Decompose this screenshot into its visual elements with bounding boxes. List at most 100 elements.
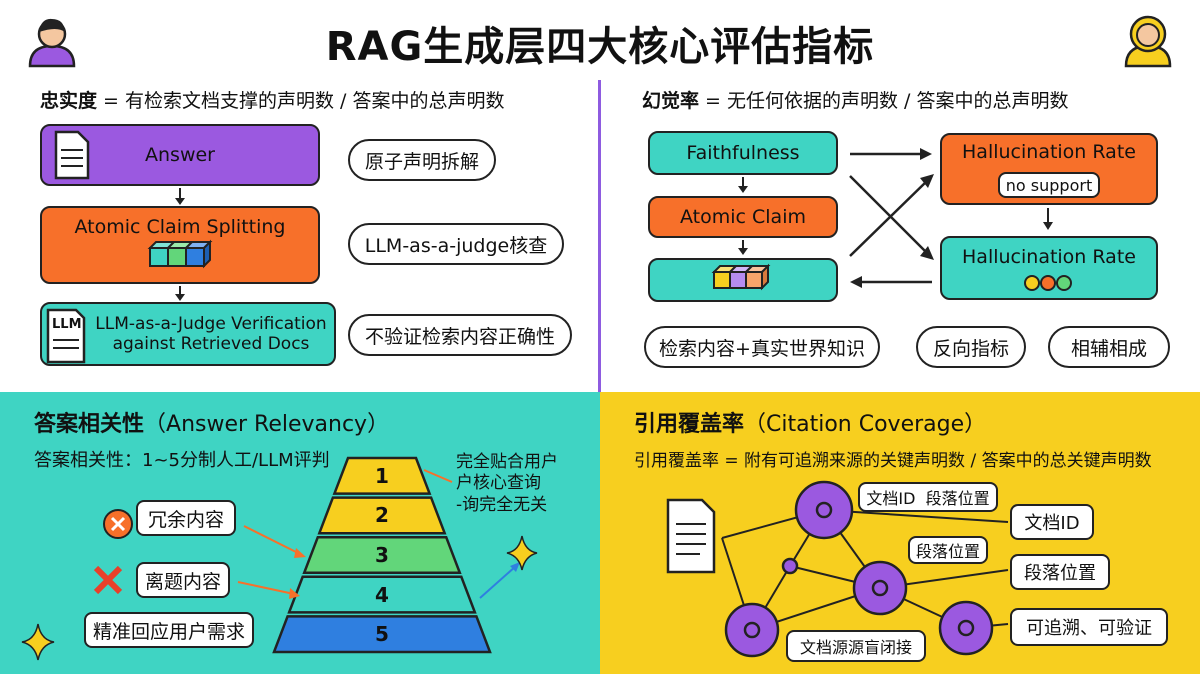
sparkle-icon-left <box>21 623 55 661</box>
item-off-topic-label: 离题内容 <box>144 570 221 593</box>
faithfulness-box: Faithfulness <box>648 131 838 175</box>
cross-icon <box>93 565 123 595</box>
node-small <box>781 557 799 575</box>
cubes-icon <box>147 239 213 269</box>
citation-heading-en: （Citation Coverage） <box>744 412 987 437</box>
faithfulness-box-label: Faithfulness <box>686 141 800 164</box>
citation-heading-text: 引用覆盖率 <box>634 412 745 437</box>
item-precise-label: 精准回应用户需求 <box>92 620 245 643</box>
cross-arrow-1 <box>849 175 934 260</box>
tag-source-link: 文档源源盲闭接 <box>786 630 926 662</box>
citation-heading: 引用覆盖率（Citation Coverage） <box>634 406 986 438</box>
node-2 <box>852 560 908 616</box>
source-document-icon <box>666 498 716 574</box>
hallucination-rate-top-label: Hallucination Rate <box>962 141 1136 163</box>
relevancy-heading-en: （Answer Relevancy） <box>144 412 390 437</box>
relevancy-side-line-1: 完全贴合用户 <box>456 452 558 472</box>
note-llm-judge: LLM-as-a-judge核查 <box>348 223 564 265</box>
tag-para-small: 段落位置 <box>908 536 988 564</box>
tag-docid-para: 文档ID 段落位置 <box>858 482 998 512</box>
atomic-claim-box-label: Atomic Claim <box>680 205 806 228</box>
hallucination-formula-text: = 无任何依据的声明数 / 答案中的总声明数 <box>699 90 1069 112</box>
user-avatar-icon <box>28 14 76 68</box>
arrow-down-h2 <box>738 240 748 255</box>
relevancy-side-line-3: -询完全无关 <box>456 494 548 515</box>
arrow-right-top <box>850 148 932 160</box>
relevancy-heading-text: 答案相关性 <box>34 412 145 437</box>
arrow-left-bottom <box>850 276 932 288</box>
divider-vertical <box>598 80 601 392</box>
arrow-to-pyramid-2 <box>237 581 300 599</box>
llm-document-icon <box>46 308 86 364</box>
arrow-down-2 <box>175 286 185 301</box>
pyramid-tier-label-4: 4 <box>375 582 389 607</box>
pyramid-tier-label-2: 2 <box>375 503 389 528</box>
pyramid <box>272 456 492 654</box>
note-atomic-split: 原子声明拆解 <box>348 139 496 181</box>
pyramid-tier-label-3: 3 <box>375 542 389 567</box>
pyramid-tier-4 <box>287 575 477 614</box>
relevancy-subtitle: 答案相关性：1~5分制人工/LLM评判 <box>34 450 330 471</box>
node-4 <box>938 600 994 656</box>
item-precise: 精准回应用户需求 <box>84 612 254 648</box>
atomic-claim-box: Atomic Claim <box>648 196 838 238</box>
node-1 <box>794 480 854 540</box>
tag-source-link-label: 文档源源盲闭接 <box>799 638 912 657</box>
faithfulness-formula: 忠实度 = 有检索文档支撑的声明数 / 答案中的总声明数 <box>40 86 505 113</box>
pyramid-tier-1 <box>332 456 432 495</box>
no-support-label: no support <box>1005 175 1093 195</box>
pill-inverse-label: 反向指标 <box>932 337 1009 360</box>
claim-splitting-label: Atomic Claim Splitting <box>74 216 286 238</box>
pill-inverse: 反向指标 <box>916 326 1026 368</box>
status-dots-icon <box>1024 275 1072 291</box>
hallucination-rate-bottom-label: Hallucination Rate <box>962 246 1136 268</box>
document-icon <box>54 130 90 180</box>
judge-verification-label: LLM-as-a-Judge Verification against Retr… <box>95 313 327 354</box>
cubes-icon-small <box>711 263 771 291</box>
network-nodes <box>724 480 994 658</box>
note-llm-judge-label: LLM-as-a-judge核查 <box>364 234 548 257</box>
hallucination-formula: 幻觉率 = 无任何依据的声明数 / 答案中的总声明数 <box>642 86 1069 113</box>
hallucination-term: 幻觉率 <box>642 90 700 112</box>
judge-verification-box: LLM-as-a-Judge Verification against Retr… <box>40 302 336 366</box>
sparkle-icon-right <box>506 535 538 571</box>
pill-complementary-label: 相辅相成 <box>1070 337 1147 360</box>
item-redundant-label: 冗余内容 <box>147 508 224 531</box>
arrow-down-h3 <box>1043 208 1053 230</box>
faithfulness-term: 忠实度 <box>40 90 98 112</box>
tag-para: 段落位置 <box>1010 554 1110 590</box>
relevancy-heading: 答案相关性（Answer Relevancy） <box>34 406 389 438</box>
node-3 <box>724 602 780 658</box>
tag-docid: 文档ID <box>1010 504 1094 540</box>
page-title: RAG生成层四大核心评估指标 <box>325 24 875 70</box>
citation-formula: 引用覆盖率 = 附有可追溯来源的关键声明数 / 答案中的总关键声明数 <box>634 451 1152 471</box>
pyramid-tier-2 <box>317 496 447 535</box>
llm-icon-text: LLM <box>52 317 82 332</box>
pyramid-tier-3 <box>302 535 462 575</box>
answer-label: Answer <box>145 143 215 166</box>
arrow-down-1 <box>175 188 185 205</box>
cross-arrow-2 <box>849 174 934 257</box>
pill-knowledge-label: 检索内容+真实世界知识 <box>659 337 865 360</box>
no-support-tag: no support <box>998 172 1100 198</box>
pyramid-tier-5 <box>272 615 492 654</box>
pill-knowledge: 检索内容+真实世界知识 <box>644 326 880 368</box>
relevancy-side-text: 完全贴合用户 户核心查询 -询完全无关 <box>456 452 558 516</box>
note-atomic-split-label: 原子声明拆解 <box>364 150 479 173</box>
pill-complementary: 相辅相成 <box>1048 326 1170 368</box>
tag-traceable-label: 可追溯、可验证 <box>1026 618 1152 639</box>
item-redundant: 冗余内容 <box>136 500 236 536</box>
expert-avatar-icon <box>1124 15 1172 68</box>
tag-docid-label: 文档ID <box>1024 513 1080 534</box>
item-off-topic: 离题内容 <box>136 562 230 598</box>
note-no-verify: 不验证检索内容正确性 <box>348 314 572 356</box>
relevancy-side-line-2: 户核心查询 <box>456 473 541 494</box>
claim-splitting-box: Atomic Claim Splitting <box>40 206 320 284</box>
pyramid-tier-label-1: 1 <box>375 463 389 488</box>
tag-para-small-label: 段落位置 <box>915 542 980 561</box>
cross-circle-icon <box>103 509 133 539</box>
